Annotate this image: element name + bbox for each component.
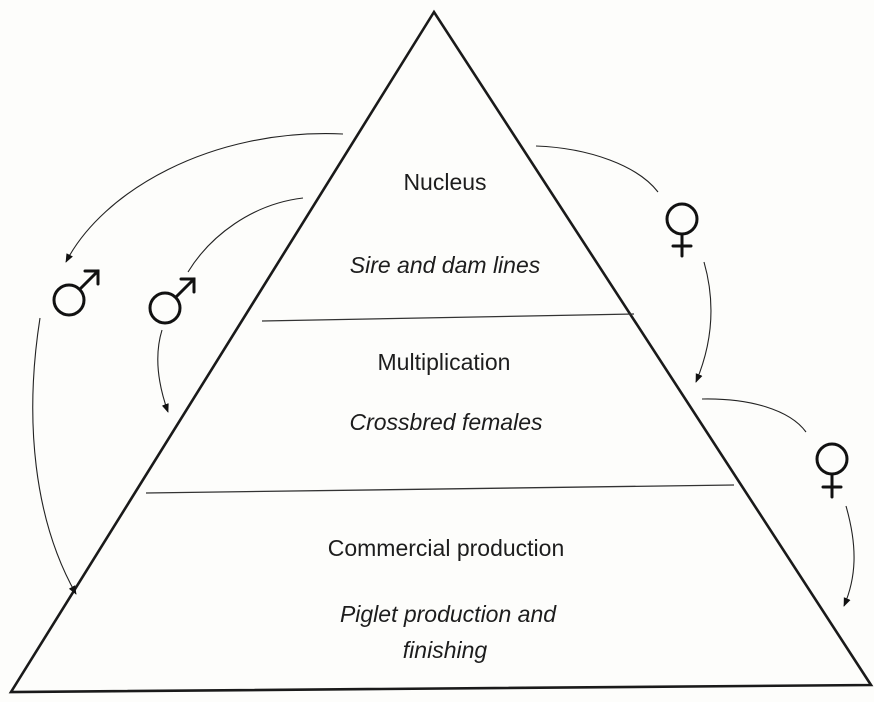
tier-multiplication-title: Multiplication: [378, 349, 511, 375]
tier-divider-lower: [145, 484, 735, 494]
female-icon: [665, 202, 699, 258]
female-icon: [815, 442, 849, 499]
tier-commercial-title: Commercial production: [328, 535, 564, 561]
male-icon: [148, 277, 196, 325]
male-icon: [52, 269, 100, 317]
flow-arrow-multiplication-to-commercial-female: [701, 398, 807, 433]
flow-arrow-multiplication-to-commercial-female-lower: [843, 505, 855, 607]
flow-arrow-nucleus-to-multiplication-male-lower: [157, 329, 169, 413]
tier-commercial-subtitle-line2: finishing: [403, 637, 488, 663]
flow-arrow-nucleus-to-commercial-male-lower: [32, 317, 77, 595]
tier-commercial-subtitle-line1: Piglet production and: [340, 601, 557, 627]
tier-divider-upper: [261, 313, 635, 322]
flow-arrow-nucleus-to-commercial-male: [65, 133, 344, 263]
pyramid-outline: [8, 9, 874, 694]
flow-arrow-nucleus-to-multiplication-female: [535, 145, 659, 193]
tier-nucleus-title: Nucleus: [403, 169, 486, 195]
tier-nucleus-subtitle: Sire and dam lines: [350, 252, 541, 278]
tier-multiplication-subtitle: Crossbred females: [349, 409, 543, 435]
flow-arrow-nucleus-to-multiplication-male: [187, 197, 304, 273]
flow-arrow-nucleus-to-multiplication-female-lower: [695, 261, 712, 383]
